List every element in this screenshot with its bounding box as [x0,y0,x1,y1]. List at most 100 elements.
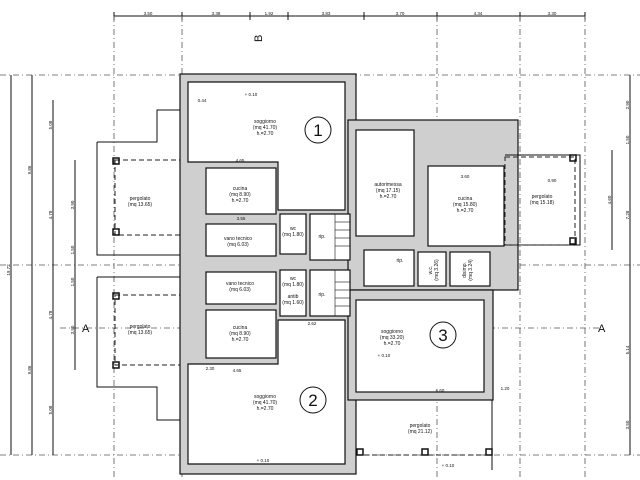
wc-3 [417,251,447,287]
dim-perg-1: 3.90 [70,200,75,209]
room-height: h.=2.70 [384,341,401,347]
room-area: (mq 41.70) [253,400,278,406]
dim: 2.30 [206,366,215,371]
dim-seg-2: 4.78 [48,210,53,219]
dim-right-3: 4.60 [607,195,612,204]
dim-top-4: 3.83 [322,11,331,16]
unit-number-badge [304,116,332,144]
dim-half-1: 9.86 [27,165,32,174]
room-height: h.=2.70 [232,198,249,204]
dim-perg-4: 3.90 [70,325,75,334]
level-mark: + 0.10 [245,92,258,97]
dim: 6.60 [436,388,445,393]
dim-right-6: 3.50 [625,420,630,429]
room-name: w.c. [428,266,434,275]
dim-right-2: 1.50 [625,135,630,144]
dim: 2.62 [308,321,317,326]
disimp-3 [449,251,491,287]
cucina-2 [205,309,277,359]
dim-total: 19.72 [6,264,11,276]
dim-seg-3: 4.78 [48,310,53,319]
unit-number: 1 [313,121,322,140]
room-name: vano tecnico [224,236,252,242]
top-dimension-chain: 3.50 3.38 1.92 3.83 3.70 4.34 3.30 [113,11,586,20]
unit-number: 3 [438,326,447,345]
room-height: h.=2.70 [457,208,474,214]
level-mark: + 0.10 [378,353,391,358]
pergolato-left-top: pergolato (mq 13.65) [96,109,183,256]
unit-1: soggiorno (mq 41.70) h.=2.70 1 cucina (m… [187,81,351,261]
room-name: soggiorno [254,119,276,125]
vano-tecnico-1 [205,223,277,257]
autorimessa [355,129,415,237]
room-area: (mq 6.03) [229,287,251,293]
dim: 3.60 [461,174,470,179]
dim: 3.55 [237,216,246,221]
room-name: autorimessa [374,182,401,188]
room-name: disimp. [462,262,468,278]
section-mark-a-right: A [598,323,606,335]
cucina-3 [427,165,505,247]
room-name: soggiorno [381,329,403,335]
dim-top-7: 3.30 [548,11,557,16]
cucina-1 [205,167,277,215]
room-name: rip. [319,234,326,240]
dim-right-4: 7.28 [625,210,630,219]
room-area: (mq 13.65) [128,202,153,208]
room-area: (mq 8.90) [229,331,251,337]
stairs-1 [309,213,351,261]
room-area: (mq 1.80) [282,282,304,288]
room-area: (mq 15.80) [453,202,478,208]
room-name: wc [290,276,297,282]
room-name: soggiorno [254,394,276,400]
room-name: cucina [233,325,248,331]
room-name: pergolato [130,324,151,330]
right-dimension-chain: 2.90 1.50 4.60 7.28 5.14 3.50 [607,75,631,455]
room-area: (mq 3.24) [468,259,474,281]
dim-top-5: 3.70 [396,11,405,16]
soggiorno-3 [355,299,485,393]
room-area: (mq 15.18) [530,200,555,206]
room-name: cucina [458,196,473,202]
room-height: h.=2.70 [257,131,274,137]
room-name: pergolato [130,196,151,202]
dim-top-6: 4.34 [474,11,483,16]
vano-tecnico-2 [205,271,277,305]
dim: 4.65 [233,368,242,373]
dim-half-2: 9.86 [27,365,32,374]
room-name: cucina [233,186,248,192]
wc-2 [279,269,307,317]
dim: 1.20 [501,386,510,391]
dim: 4.65 [236,158,245,163]
room-name: vano tecnico [226,281,254,287]
room-area: (mq 13.65) [128,330,153,336]
dim-right-1: 2.90 [625,100,630,109]
unit-3: autorimessa (mq 17.15) h.=2.70 cucina (m… [355,129,581,470]
room-area: (mq 17.15) [376,188,401,194]
unit-number-badge [429,321,457,349]
level-mark: + 0.10 [442,463,455,468]
room-name: rip. [319,292,326,298]
dim-top-2: 3.38 [212,11,221,16]
dim-seg-1: 5.08 [48,120,53,129]
stairs-2 [309,269,351,317]
pergolato-left-bottom: pergolato (mq 13.65) [96,276,183,421]
unit-number: 2 [308,391,317,410]
dim-seg-4: 5.08 [48,405,53,414]
dim: 0.90 [548,178,557,183]
room-area: (mq 6.03) [227,242,249,248]
room-area: (mq 1.60) [282,300,304,306]
room-height: h.=2.70 [232,337,249,343]
dim-top-1: 3.50 [144,11,153,16]
dim-perg-3: 1.50 [70,277,75,286]
section-mark-a-left: A [82,323,90,335]
soggiorno-2 [187,319,346,465]
room-area: (mq 3.26) [434,259,440,281]
unit-2: vano tecnico (mq 6.03) cucina (mq 8.90) … [187,269,351,465]
dim-perg-2: 1.50 [70,245,75,254]
wc-1 [279,213,307,255]
room-area: (mq 33.20) [380,335,405,341]
level-mark: + 0.10 [257,458,270,463]
room-area: (mq 21.12) [408,429,433,435]
